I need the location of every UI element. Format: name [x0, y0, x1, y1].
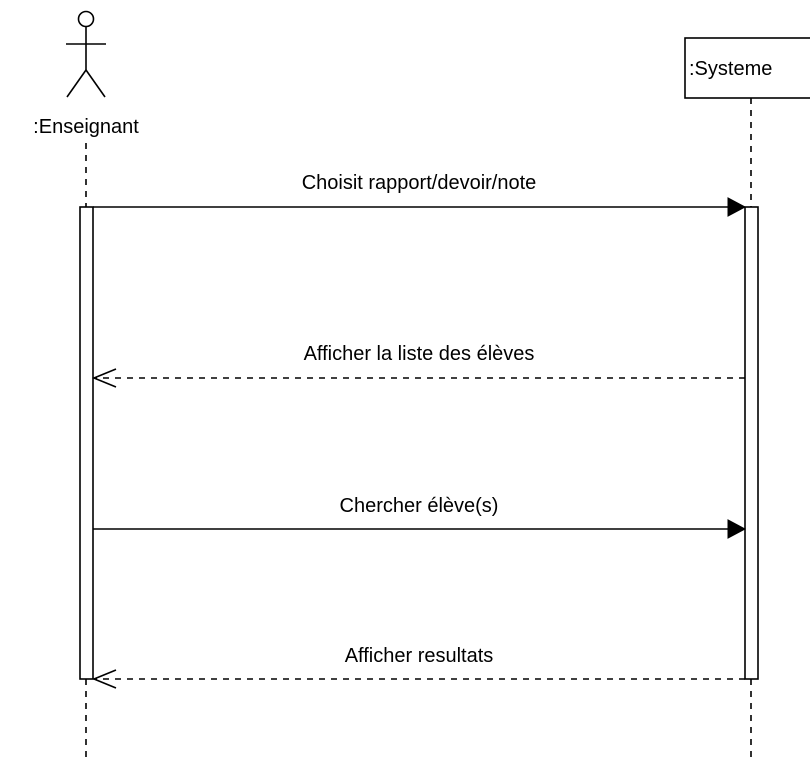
message-1-label: Choisit rapport/devoir/note: [302, 172, 537, 194]
message-4: Afficher resultats: [91, 645, 745, 689]
message-3-label: Chercher élève(s): [340, 495, 499, 517]
activation-bar-enseignant: [79, 206, 94, 680]
message-3-arrowhead: [727, 519, 747, 539]
actor-enseignant: [66, 10, 106, 98]
message-1: Choisit rapport/devoir/note: [93, 172, 747, 217]
message-1-arrowhead: [727, 197, 747, 217]
message-3: Chercher élève(s): [93, 495, 747, 539]
activation-bar-systeme: [744, 206, 759, 680]
message-4-arrowhead: [91, 669, 117, 689]
actor-head: [77, 10, 95, 28]
message-2: Afficher la liste des élèves: [91, 343, 745, 388]
actor-label-enseignant: :Enseignant: [33, 116, 139, 138]
actor-left-leg: [66, 69, 87, 98]
participant-label-systeme: :Systeme: [689, 58, 772, 80]
message-2-arrowhead: [91, 368, 117, 388]
message-4-label: Afficher resultats: [345, 645, 494, 667]
participant-box-systeme: [684, 37, 810, 99]
actor-right-leg: [85, 69, 106, 98]
message-2-label: Afficher la liste des élèves: [304, 343, 535, 365]
